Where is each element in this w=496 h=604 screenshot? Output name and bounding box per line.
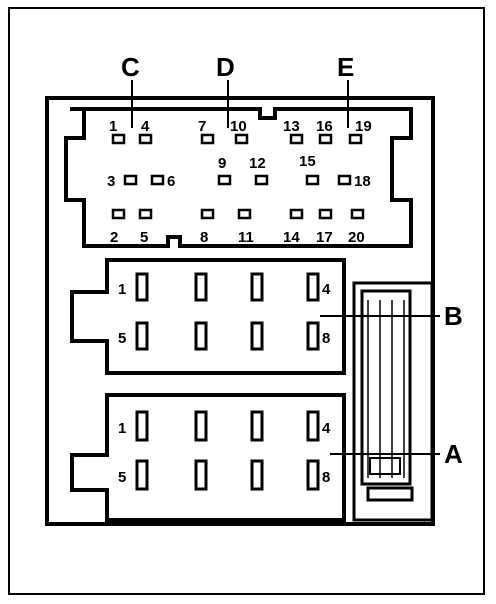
top-connector-outline: [64, 107, 413, 248]
callout-a: A: [444, 439, 463, 469]
top-pin-2: [111, 208, 126, 220]
top-pin-11: [237, 208, 252, 220]
block-b-label-1: 1: [118, 281, 126, 298]
block-a-label-1: 1: [118, 420, 126, 437]
block-b-label-8: 8: [322, 330, 330, 347]
top-label-16: 16: [316, 118, 333, 135]
top-pin-7: [200, 133, 215, 145]
top-pin-18: [337, 174, 352, 186]
block-b-label-4: 4: [322, 281, 331, 298]
callout-leaders: [131, 80, 440, 455]
top-pin-5: [138, 208, 153, 220]
top-pin-15: [305, 174, 320, 186]
top-label-13: 13: [283, 118, 300, 135]
top-label-17: 17: [316, 229, 333, 246]
block-b-labels: 1 4 5 8: [118, 281, 331, 347]
connector-housing: [45, 96, 435, 526]
top-label-12: 12: [249, 155, 266, 172]
top-label-1: 1: [109, 118, 117, 135]
release-latch: [352, 281, 434, 522]
top-pin-8: [200, 208, 215, 220]
top-label-7: 7: [198, 118, 206, 135]
top-label-18: 18: [354, 173, 371, 190]
block-b-outline: [70, 258, 346, 375]
top-pin-6: [150, 174, 165, 186]
top-pin-10: [234, 133, 249, 145]
top-label-8: 8: [200, 229, 208, 246]
top-label-3: 3: [107, 173, 115, 190]
top-pin-14: [289, 208, 304, 220]
top-label-14: 14: [283, 229, 300, 246]
top-label-19: 19: [355, 118, 372, 135]
outer-frame: [8, 7, 485, 595]
block-a-outline: [70, 393, 346, 522]
top-label-2: 2: [110, 229, 118, 246]
top-label-6: 6: [167, 173, 175, 190]
top-pin-20: [350, 208, 365, 220]
top-label-9: 9: [218, 155, 226, 172]
top-label-15: 15: [299, 153, 316, 170]
top-label-4: 4: [141, 118, 150, 135]
block-b-pins: [135, 272, 320, 351]
callout-b: B: [444, 301, 463, 331]
callout-c: C: [121, 52, 140, 82]
top-connector-pins: [111, 133, 365, 220]
top-connector-labels: 1 4 7 10 13 16 19 3 6 9 12 15 18 2 5 8 1…: [107, 118, 372, 246]
block-a-labels: 1 4 5 8: [118, 420, 331, 486]
top-pin-17: [318, 208, 333, 220]
top-pin-16: [318, 133, 333, 145]
block-a-pins: [135, 410, 320, 491]
top-label-5: 5: [140, 229, 148, 246]
top-pin-19: [348, 133, 363, 145]
block-a-label-5: 5: [118, 469, 126, 486]
block-b-label-5: 5: [118, 330, 126, 347]
callout-d: D: [216, 52, 235, 82]
top-pin-9: [217, 174, 232, 186]
block-a-label-4: 4: [322, 420, 331, 437]
top-label-11: 11: [238, 229, 254, 246]
top-pin-1: [111, 133, 126, 145]
callout-e: E: [337, 52, 354, 82]
top-label-10: 10: [230, 118, 247, 135]
top-pin-13: [289, 133, 304, 145]
top-label-20: 20: [348, 229, 365, 246]
top-pin-3: [123, 174, 138, 186]
top-pin-12: [254, 174, 269, 186]
block-a-label-8: 8: [322, 469, 330, 486]
top-pin-4: [138, 133, 153, 145]
